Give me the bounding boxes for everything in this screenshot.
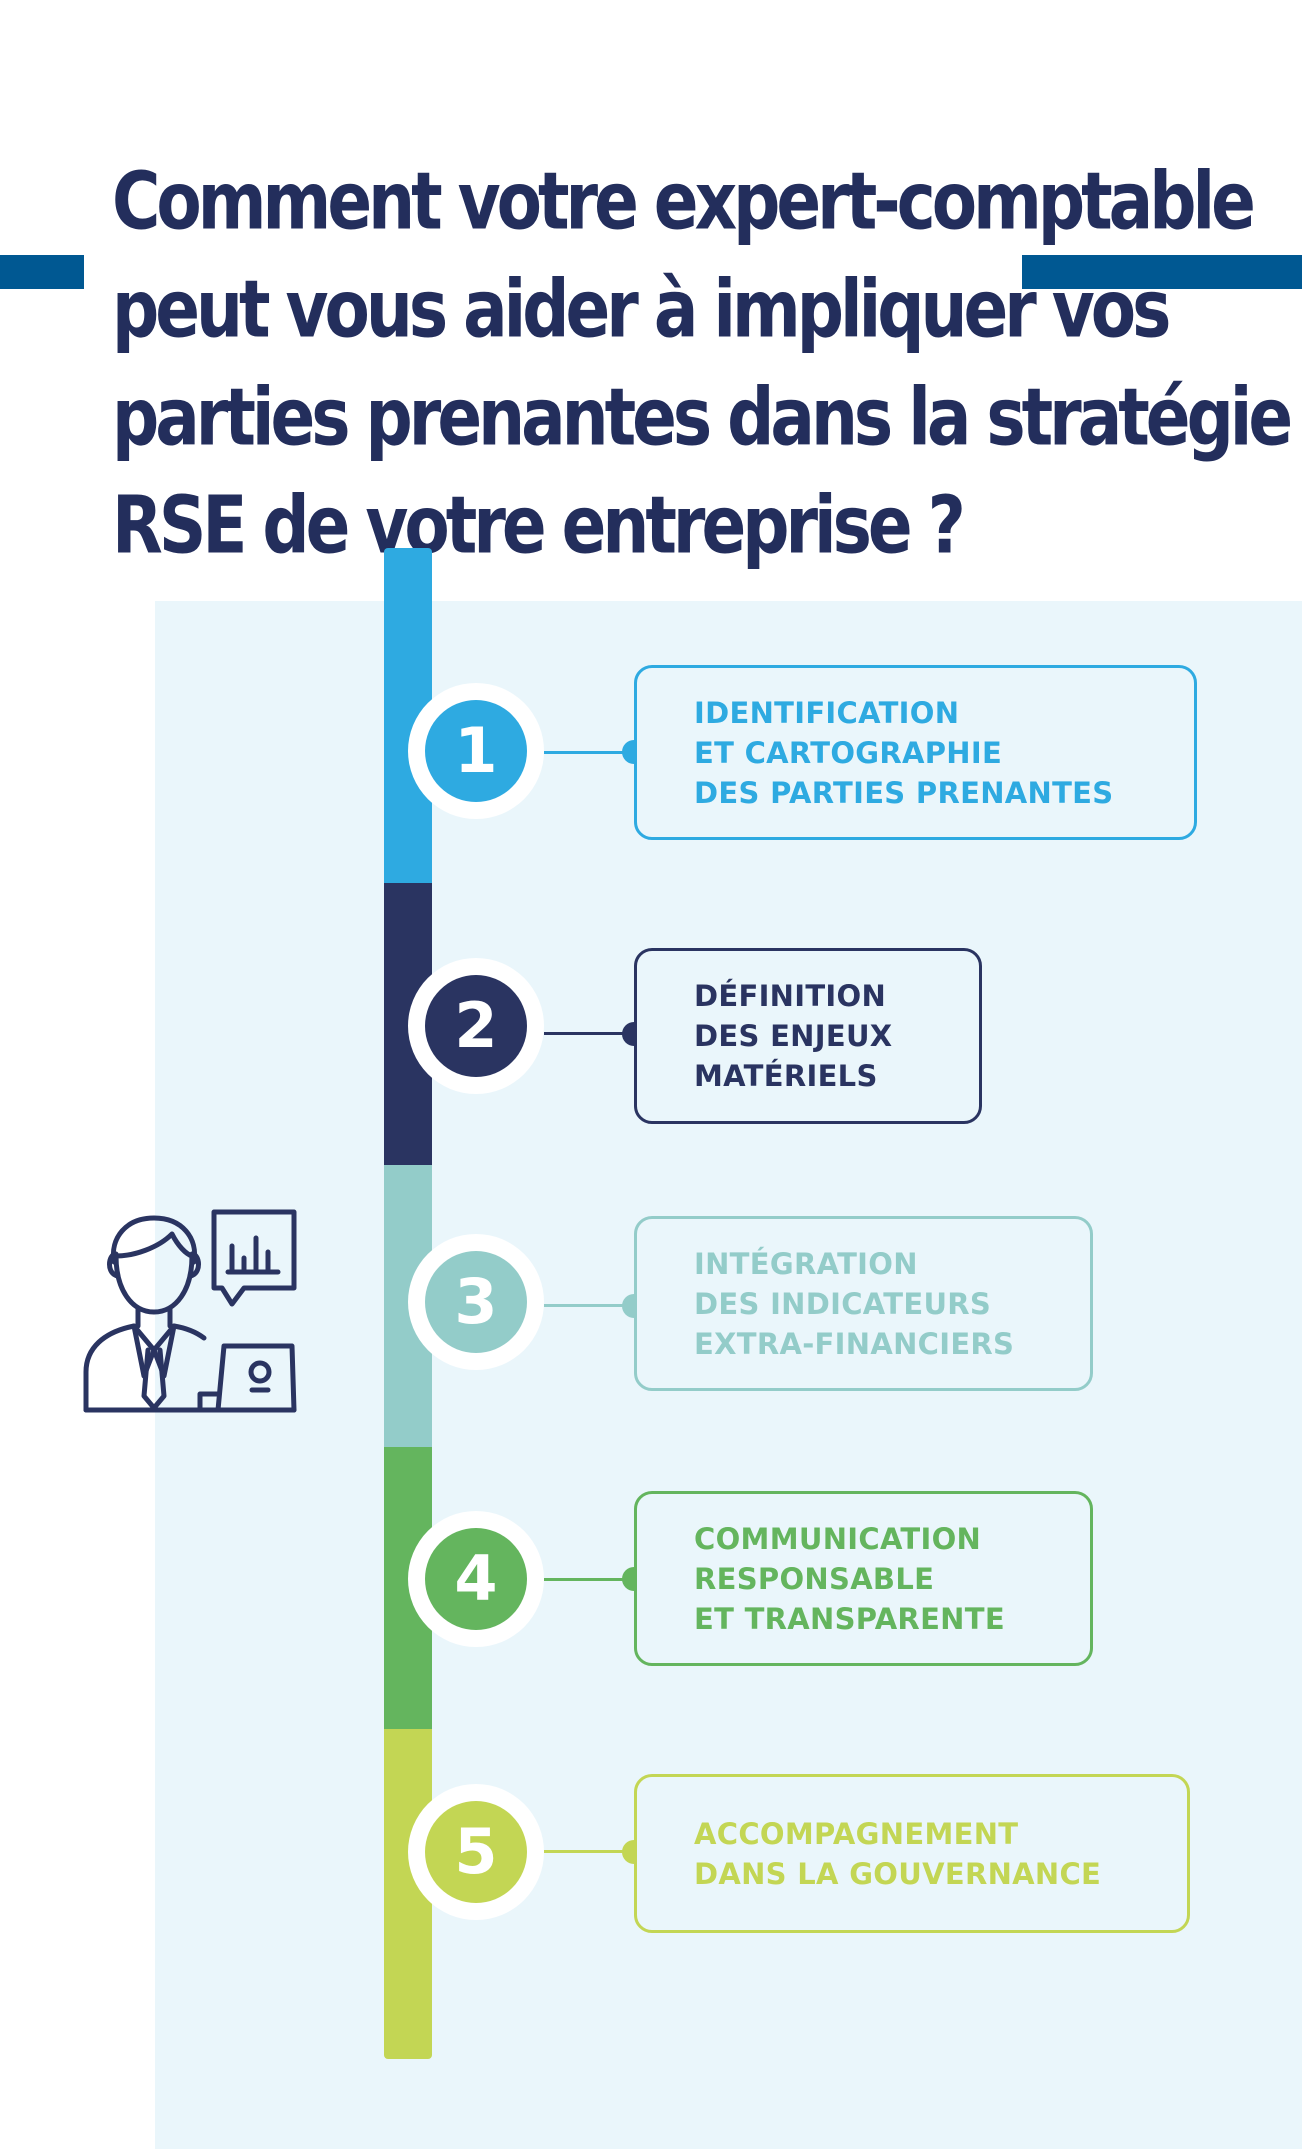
- step-3-badge: 3: [408, 1234, 544, 1370]
- step-2-connector: [544, 1032, 634, 1035]
- step-4-label-line: COMMUNICATION: [694, 1521, 982, 1556]
- title-line: peut vous aider à impliquer vos: [112, 263, 1171, 356]
- title-line: RSE de votre entreprise ?: [112, 479, 966, 572]
- businessman-with-chart-and-laptop-icon: [83, 1209, 297, 1413]
- step-5-connector: [544, 1850, 634, 1853]
- step-3-label-line: EXTRA-FINANCIERS: [694, 1326, 1015, 1361]
- title-line: parties prenantes dans la stratégie: [112, 371, 1293, 464]
- step-1-number: 1: [425, 700, 527, 802]
- step-5-badge: 5: [408, 1784, 544, 1920]
- step-4-label-line: ET TRANSPARENTE: [694, 1601, 1005, 1636]
- step-5-card: ACCOMPAGNEMENT DANS LA GOUVERNANCE: [634, 1774, 1190, 1933]
- step-2-card: DÉFINITION DES ENJEUX MATÉRIELS: [634, 948, 982, 1124]
- step-5-label-line: DANS LA GOUVERNANCE: [694, 1856, 1102, 1891]
- step-1-label-line: ET CARTOGRAPHIE: [694, 735, 1003, 770]
- step-1-label-line: IDENTIFICATION: [694, 695, 960, 730]
- step-2-label-line: MATÉRIELS: [694, 1059, 878, 1093]
- step-4-badge: 4: [408, 1511, 544, 1647]
- step-2-number: 2: [425, 975, 527, 1077]
- step-2-badge: 2: [408, 958, 544, 1094]
- step-4-card: COMMUNICATION RESPONSABLE ET TRANSPARENT…: [634, 1491, 1093, 1666]
- step-4-number: 4: [425, 1528, 527, 1630]
- title-bar-right: [1022, 255, 1302, 289]
- step-3-connector: [544, 1304, 634, 1307]
- step-5-label-line: ACCOMPAGNEMENT: [694, 1816, 1019, 1851]
- step-5-number: 5: [425, 1801, 527, 1903]
- step-3-card: INTÉGRATION DES INDICATEURS EXTRA-FINANC…: [634, 1216, 1093, 1391]
- step-1-connector: [544, 751, 634, 754]
- title-line: Comment votre expert-comptable: [112, 155, 1256, 248]
- step-3-label-line: DES INDICATEURS: [694, 1286, 992, 1321]
- step-3-label-line: INTÉGRATION: [694, 1246, 918, 1281]
- step-1-badge: 1: [408, 683, 544, 819]
- step-1-label-line: DES PARTIES PRENANTES: [694, 775, 1114, 810]
- step-2-label-line: DES ENJEUX: [694, 1019, 893, 1053]
- step-4-connector: [544, 1578, 634, 1581]
- step-1-card: IDENTIFICATION ET CARTOGRAPHIE DES PARTI…: [634, 665, 1197, 840]
- title-bar-left: [0, 255, 84, 289]
- step-2-label-line: DÉFINITION: [694, 979, 887, 1013]
- page-title: Comment votre expert-comptable peut vous…: [112, 148, 1293, 580]
- step-3-number: 3: [425, 1251, 527, 1353]
- step-4-label-line: RESPONSABLE: [694, 1561, 935, 1596]
